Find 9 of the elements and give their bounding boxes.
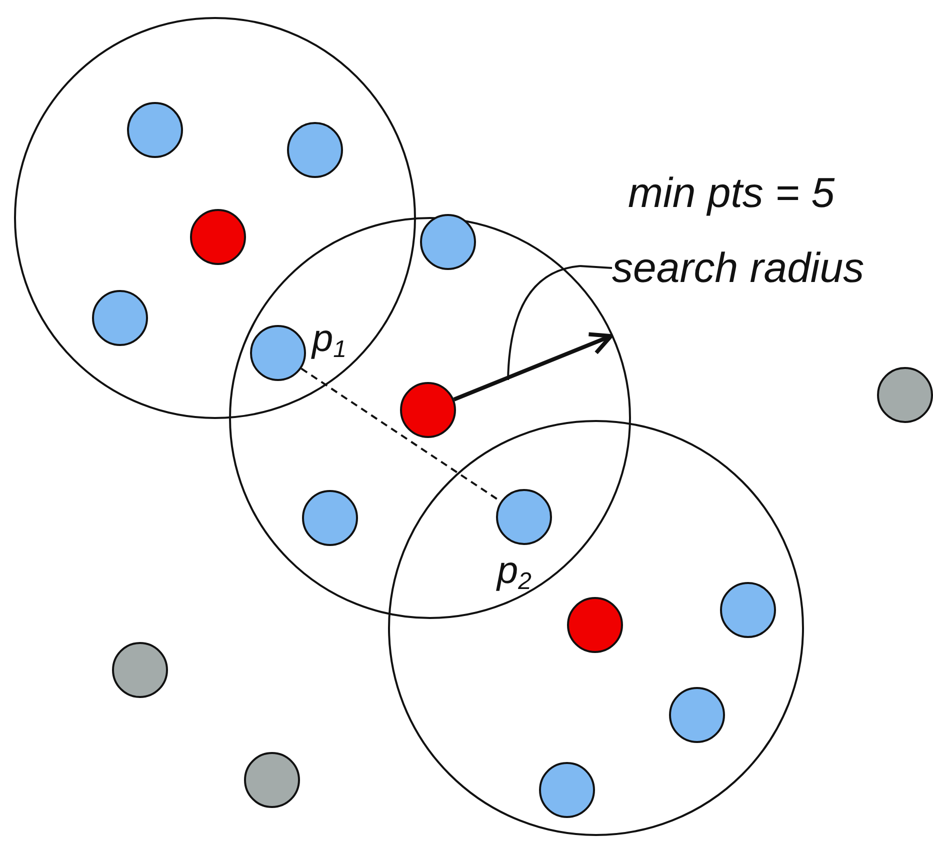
search-radius-label: search radius <box>612 238 864 298</box>
data-point <box>250 325 306 381</box>
point-label: p$_{2}$ <box>497 552 532 594</box>
point-label: p$_{1}$ <box>312 320 346 362</box>
parameter-label: min pts = 5 <box>628 172 835 214</box>
leader-line <box>580 265 612 269</box>
radius-arrow <box>453 332 613 402</box>
angle-arc <box>506 266 580 380</box>
data-point <box>400 382 456 438</box>
